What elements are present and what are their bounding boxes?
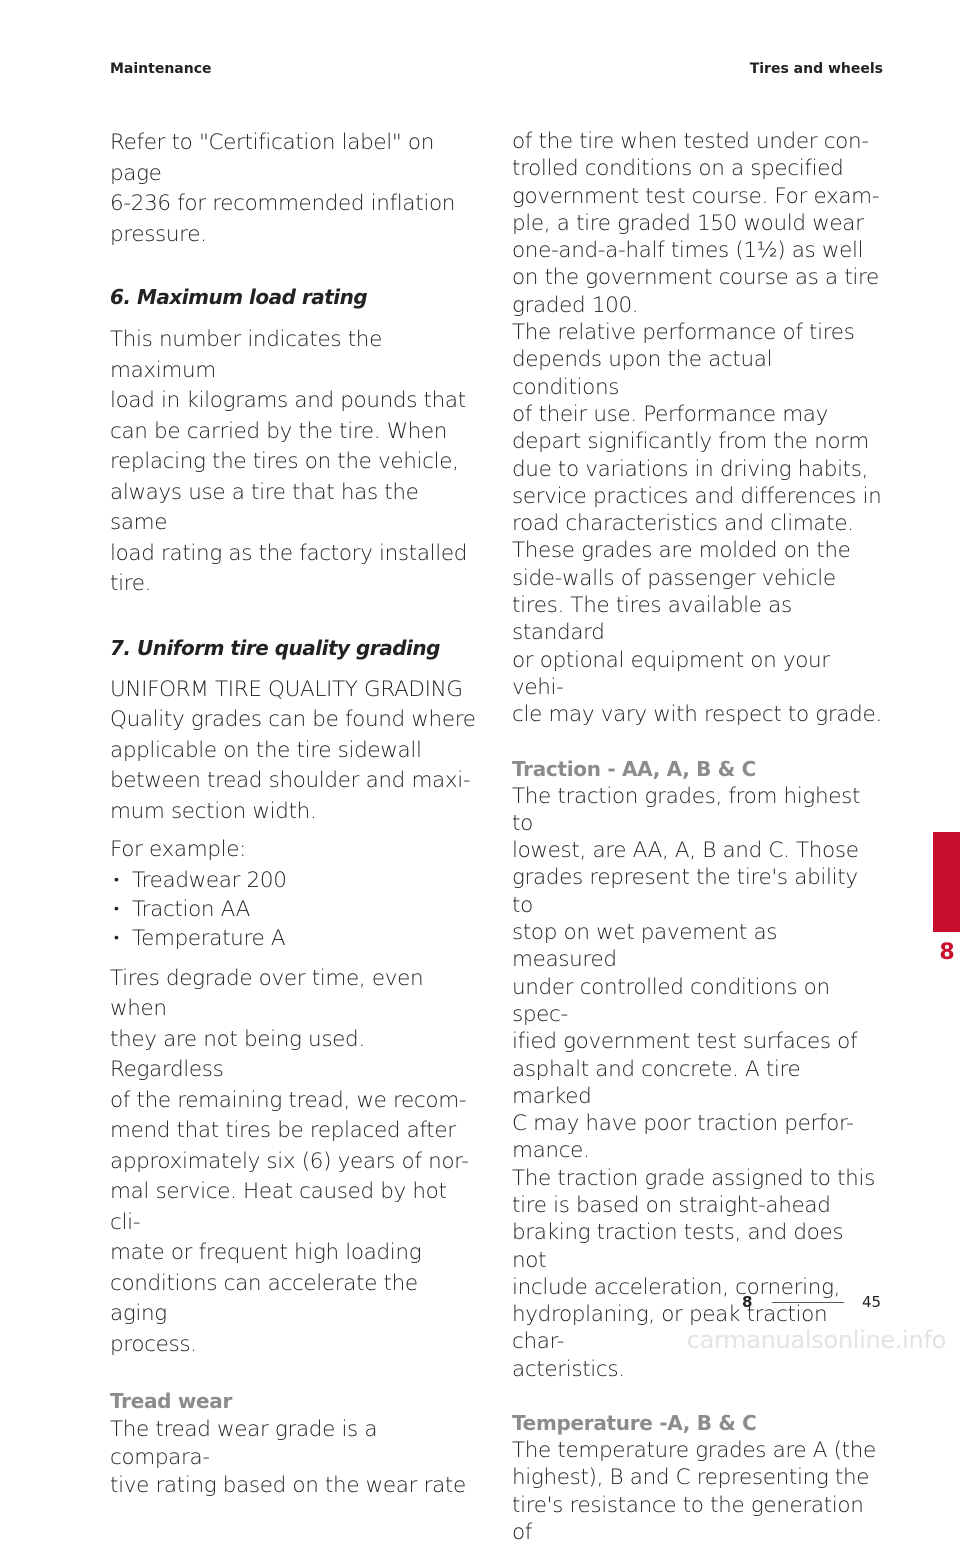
footer-chapter-number: 8 — [742, 1293, 753, 1311]
uniform-grading-paragraph: UNIFORM TIRE QUALITY GRADING Quality gra… — [110, 676, 476, 824]
max-load-paragraph: This number indicates the maximum load i… — [110, 327, 468, 596]
chapter-tab-number: 8 — [939, 940, 955, 965]
subheading-tread-wear: Tread wear — [110, 1389, 233, 1413]
list-item: •Temperature A — [114, 925, 286, 951]
bullet-icon: • — [114, 900, 119, 917]
running-header-section: Maintenance — [110, 61, 212, 77]
footer-page-number: 45 — [862, 1293, 882, 1311]
running-header-topic: Tires and wheels — [749, 61, 883, 77]
tire-aging-paragraph: Tires degrade over time, even when they … — [110, 965, 469, 1357]
footer-divider — [772, 1302, 844, 1303]
traction-paragraph: The traction grades, from highest to low… — [512, 783, 875, 1382]
chapter-tab — [933, 832, 960, 932]
example-list: •Treadwear 200 •Traction AA •Temperature… — [110, 866, 480, 953]
left-column: Refer to "Certification label" on page 6… — [110, 128, 480, 1500]
section-heading-uniform-grading: 7. Uniform tire quality grading — [110, 635, 440, 660]
watermark: carmanualsonline.info — [686, 1326, 947, 1354]
intro-paragraph: Refer to "Certification label" on page 6… — [110, 130, 456, 247]
subheading-temperature: Temperature -A, B & C — [512, 1411, 757, 1436]
bullet-icon: • — [114, 871, 119, 888]
list-item: •Traction AA — [114, 896, 250, 922]
temperature-paragraph: The temperature grades are A (the highes… — [512, 1438, 876, 1545]
tread-wear-paragraph: The tread wear grade is a compara- tive … — [110, 1417, 466, 1498]
list-item: •Treadwear 200 — [114, 867, 287, 893]
bullet-icon: • — [114, 929, 119, 946]
example-intro: For example: — [110, 837, 247, 862]
section-heading-max-load: 6. Maximum load rating — [110, 285, 368, 309]
subheading-traction: Traction - AA, A, B & C — [512, 756, 756, 781]
tread-wear-continuation: of the tire when tested under con- troll… — [512, 129, 882, 728]
